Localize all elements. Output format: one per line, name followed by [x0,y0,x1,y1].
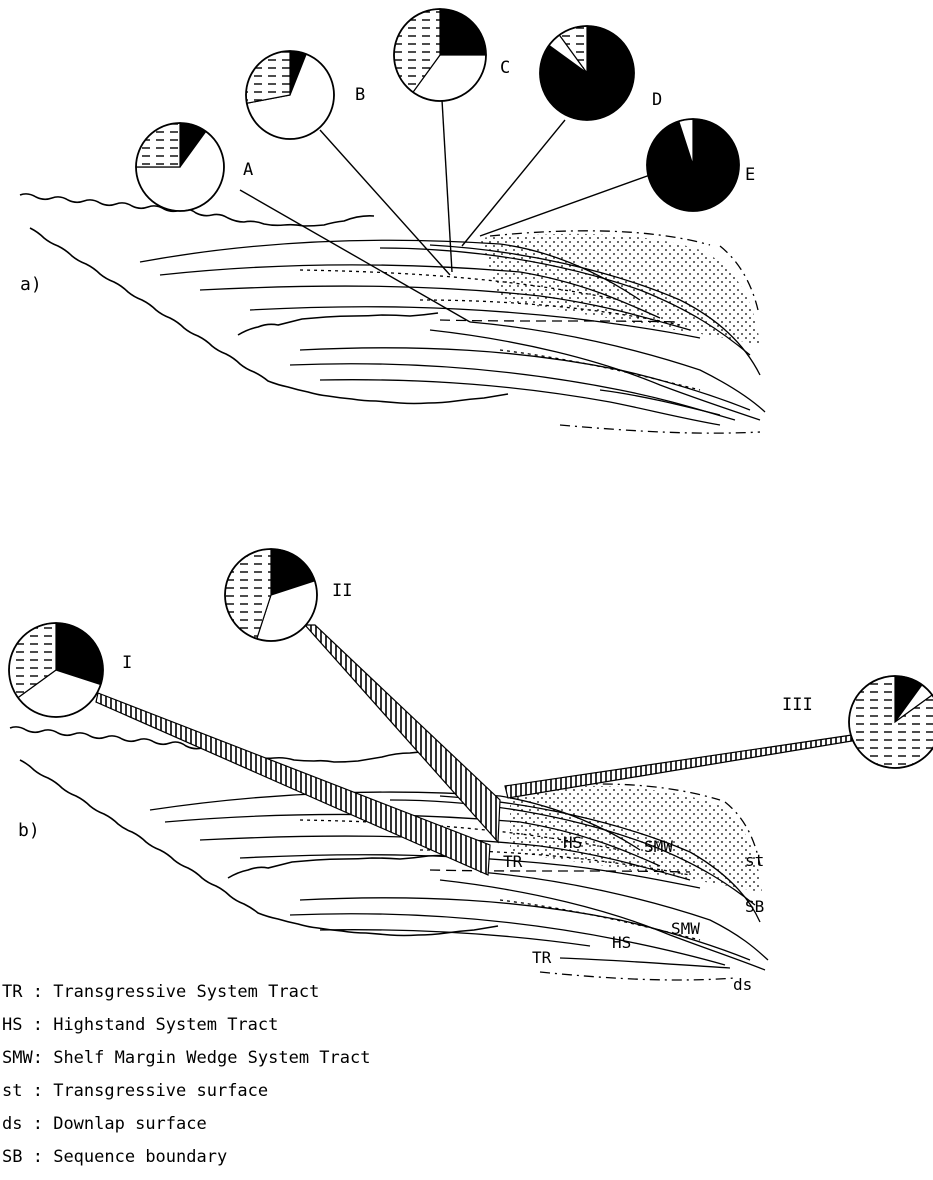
legend-sep: : [22,982,54,1002]
pie-ii [224,548,318,642]
legend-abbr: ds [2,1114,23,1134]
pie-outline [8,622,104,718]
legend-row-tr: TR : Transgressive System Tract [2,976,602,1009]
legend-text: Downlap surface [53,1114,207,1134]
pie-label-d: D [652,90,662,110]
pie-e [646,118,740,212]
pie-outline [539,25,635,121]
pie-label-i: I [122,653,132,673]
tract-label-st: st [745,851,764,870]
bottom-boundary-b [19,759,499,937]
legend-row-smw: SMW: Shelf Margin Wedge System Tract [2,1042,602,1075]
legend-text: Shelf Margin Wedge System Tract [53,1048,371,1068]
legend-text: Transgressive surface [53,1081,269,1101]
pie-outline [848,675,933,769]
pies-a [135,8,740,212]
pie-outline [646,118,740,212]
pie-outline [393,8,487,102]
legend-text: Sequence boundary [53,1147,228,1167]
legend-sep: : [22,1114,54,1134]
panel-a: a) [19,8,766,434]
legend-row-st: st : Transgressive surface [2,1075,602,1108]
tract-label-hs-upper: HS [563,833,582,852]
pie-outline [224,548,318,642]
hatched-callouts-b [95,624,853,876]
pie-c [393,8,487,102]
legend-row-sb: SB : Sequence boundary [2,1141,602,1174]
legend-row-hs: HS : Highstand System Tract [2,1009,602,1042]
tract-label-sb: SB [745,897,764,916]
tract-label-smw-lower: SMW [671,919,700,938]
pie-label-a: A [243,160,253,180]
callout-lines-a [239,99,651,323]
legend-abbr: TR [2,982,23,1002]
mid-boundary-b [227,854,457,879]
pie-i [8,622,104,718]
legend-sep: : [22,1081,54,1101]
legend-abbr: SB [2,1147,23,1167]
pie-label-b: B [355,85,365,105]
tract-label-tr-upper: TR [503,852,523,871]
top-boundary-b [9,726,439,763]
tract-label-ds: ds [733,975,752,994]
tract-label-tr-lower: TR [532,948,552,967]
legend-sep: : [22,1147,54,1167]
dashed-surfaces-a [299,230,761,434]
tract-label-smw-upper: SMW [644,837,673,856]
legend-abbr: HS [2,1015,23,1035]
pie-outline [135,122,225,212]
legend-text: Transgressive System Tract [53,982,320,1002]
legend-abbr: st [2,1081,23,1101]
legend-sep: : [32,1048,54,1068]
tract-label-hs-lower: HS [612,933,631,952]
dotted-wedge-a [480,233,760,345]
panel-b-label: b) [18,820,40,841]
pie-label-e: E [745,165,755,185]
pie-label-ii: II [332,581,352,601]
pie-iii [848,675,933,769]
bottom-boundary-a [29,227,509,405]
legend-sep: : [22,1015,54,1035]
legend-row-ds: ds : Downlap surface [2,1108,602,1141]
pie-slice-dashed [245,50,291,104]
pie-label-c: C [500,58,510,78]
legend-text: Highstand System Tract [53,1015,279,1035]
pie-b [245,50,335,140]
legend-abbr: SMW [2,1048,33,1068]
mid-boundary-a [237,312,439,336]
pie-d [539,25,635,121]
dotted-wedge-b [510,785,762,892]
legend: TR : Transgressive System Tract HS : Hig… [2,976,602,1174]
panel-b: b) [8,548,933,994]
pie-label-iii: III [782,695,813,715]
panel-a-label: a) [20,274,42,295]
pie-outline [245,50,335,140]
pie-a [135,122,225,212]
pies-b [8,548,933,769]
